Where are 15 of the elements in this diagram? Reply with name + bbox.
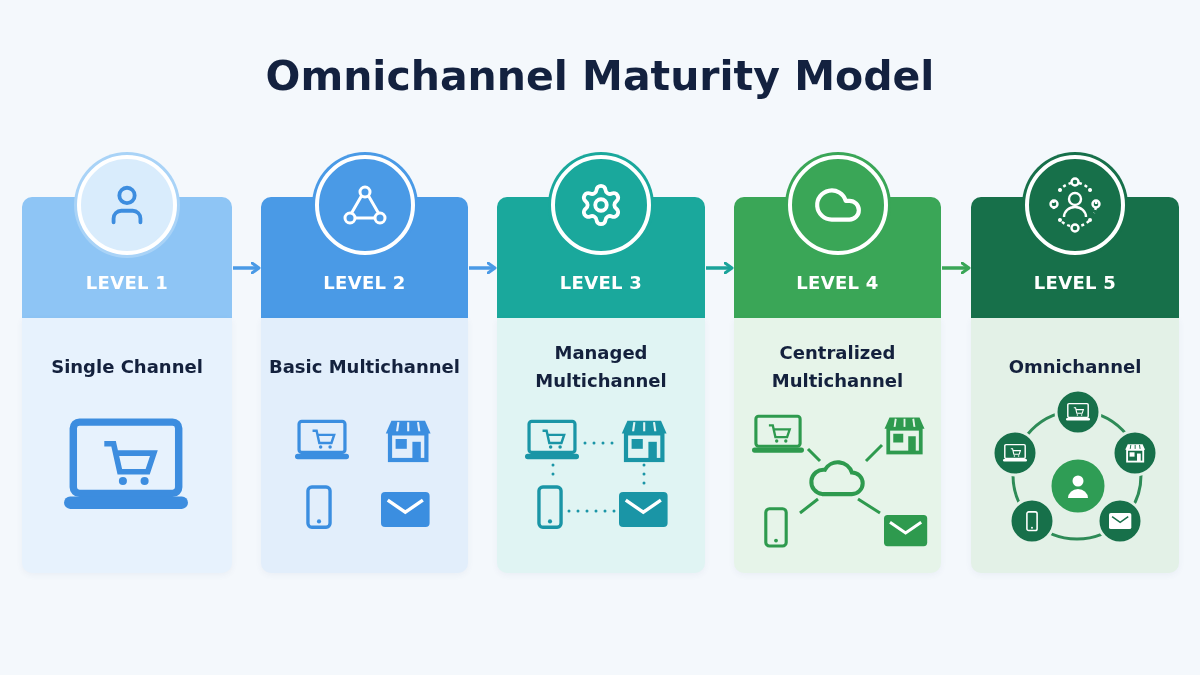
level-title: Single Channel [51, 355, 203, 379]
level-label: LEVEL 2 [322, 272, 407, 293]
diagram-title: Omnichannel Maturity Model [264, 52, 936, 100]
arrow [942, 261, 971, 275]
level-label: LEVEL 3 [558, 272, 644, 293]
arrow [469, 261, 497, 275]
level-title: Omnichannel [1008, 355, 1142, 379]
level-label: LEVEL 5 [1032, 272, 1118, 293]
level-title: Centralized Multichannel [770, 341, 905, 393]
level-title: Managed Multichannel [534, 341, 668, 393]
level-label: LEVEL 4 [795, 272, 880, 293]
level-title: Basic Multichannel [269, 355, 460, 379]
arrow [706, 261, 734, 275]
arrow [233, 261, 261, 275]
level-label: LEVEL 1 [84, 272, 170, 293]
